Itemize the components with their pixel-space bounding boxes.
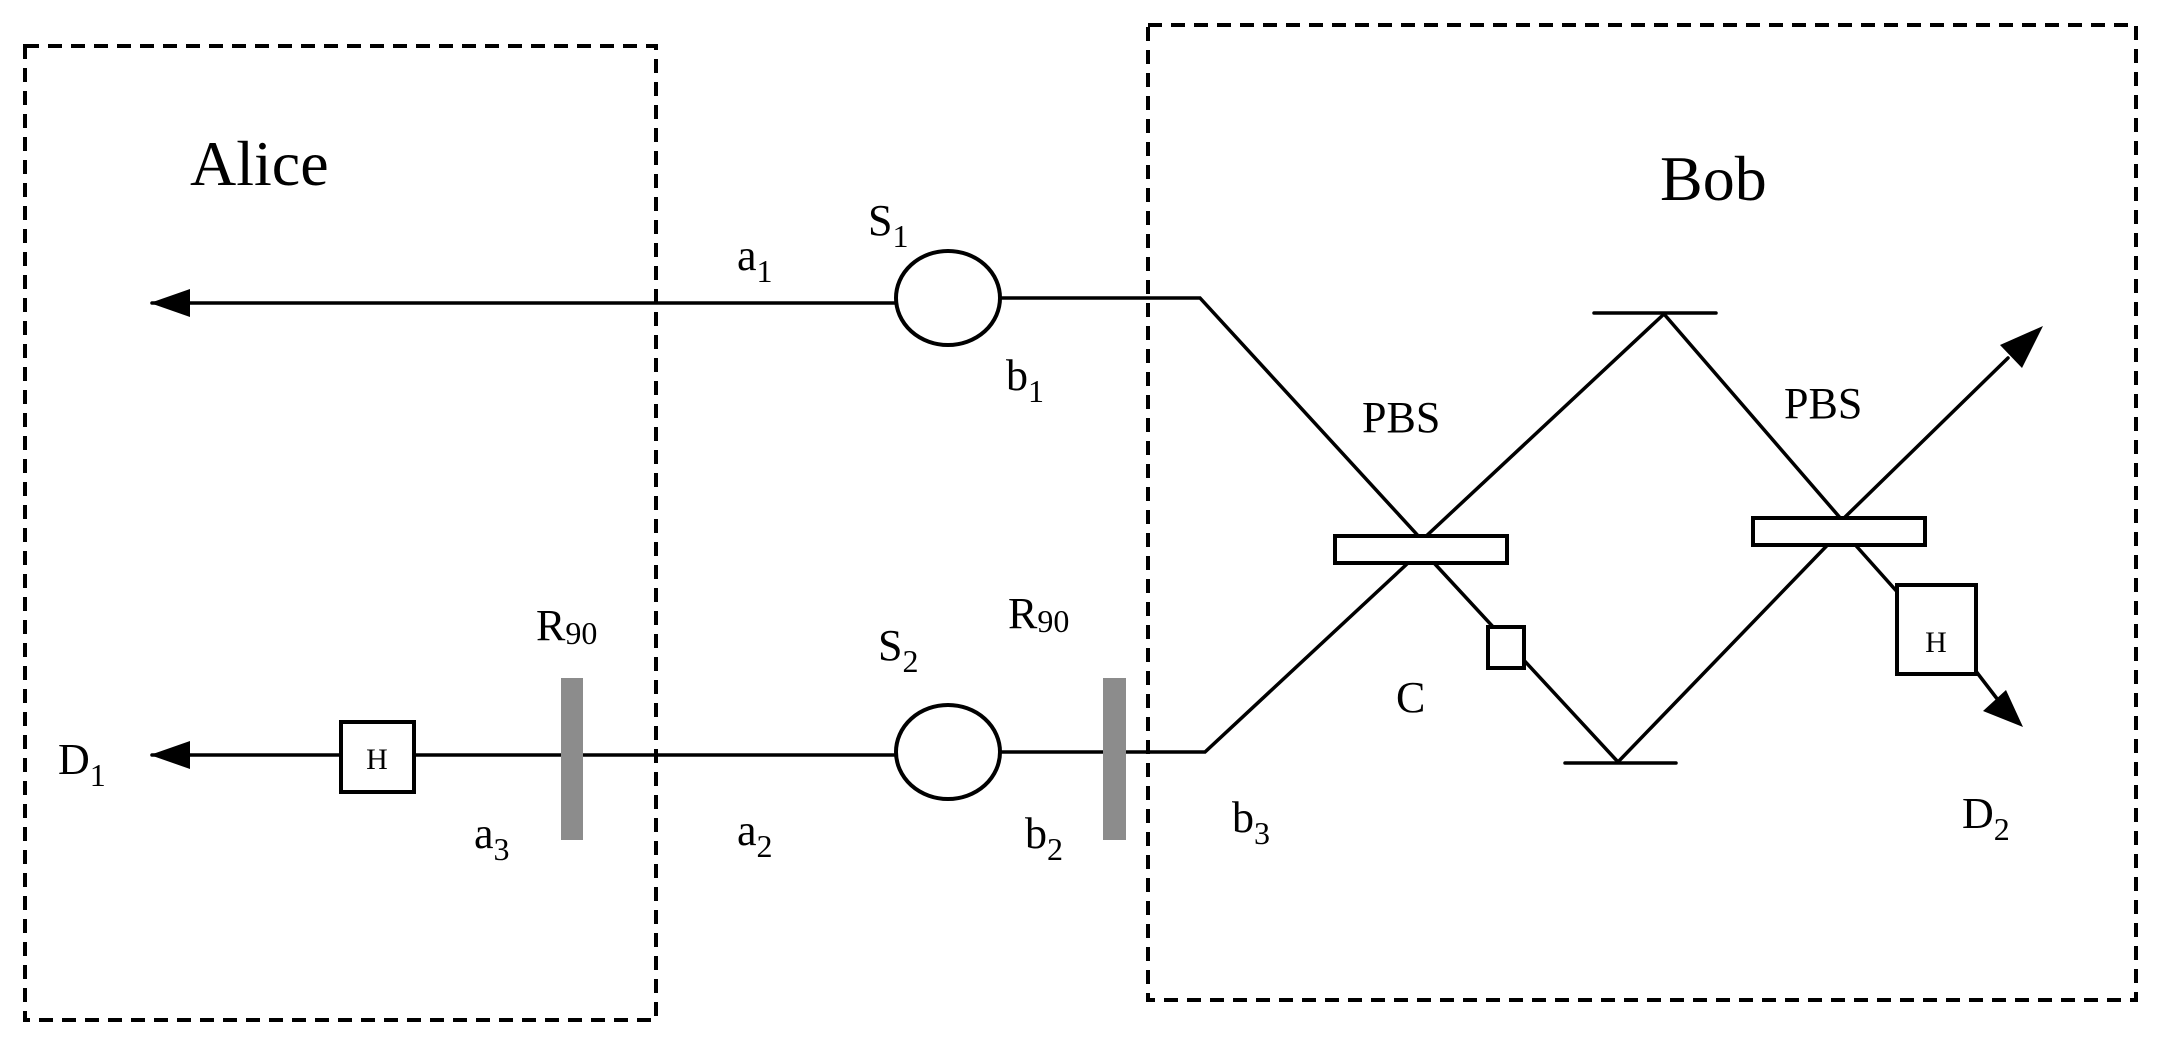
label-pbs-left: PBS <box>1362 393 1440 442</box>
source-s1 <box>894 249 1002 347</box>
arrow-to-d1 <box>150 741 190 769</box>
label-a2: a2 <box>737 806 773 864</box>
pbs-left <box>1333 534 1509 565</box>
beam-mirror-top-to-pbs2 <box>1662 312 1844 522</box>
arrow-to-d2 <box>1983 690 2023 727</box>
label-a3: a3 <box>474 809 510 867</box>
label-r90-right: R90 <box>1008 589 1069 639</box>
hadamard-alice-label: H <box>366 743 388 776</box>
rotator-r90-left <box>561 678 583 840</box>
hadamard-bob <box>1895 583 1978 676</box>
pbs-right <box>1751 516 1927 547</box>
label-r90-left: R90 <box>536 601 597 651</box>
hadamard-bob-label: H <box>1925 626 1947 659</box>
arrow-to-alice-top <box>150 289 190 317</box>
alice-label: Alice <box>190 128 329 199</box>
alice-region-box <box>23 44 658 1022</box>
bob-label: Bob <box>1660 143 1767 214</box>
output-beam-to-d2 <box>1973 668 2000 702</box>
label-d1: D1 <box>58 735 106 793</box>
output-beam-upper <box>1840 356 2010 522</box>
hadamard-alice <box>339 720 416 794</box>
crossing-element-c <box>1486 625 1526 670</box>
label-s2: S2 <box>878 621 918 679</box>
label-b1: b1 <box>1006 351 1044 409</box>
label-s1: S1 <box>868 196 908 254</box>
beam-mirror-bottom-to-pbs2 <box>1616 528 1844 764</box>
label-d2: D2 <box>1962 789 2010 847</box>
rotator-r90-right <box>1103 678 1126 840</box>
label-a1: a1 <box>737 231 773 289</box>
label-b2: b2 <box>1025 809 1063 867</box>
label-c: C <box>1396 673 1425 722</box>
label-pbs-right: PBS <box>1784 379 1862 428</box>
source-s2 <box>894 703 1002 801</box>
label-b3: b3 <box>1232 793 1270 851</box>
bob-region-box <box>1146 23 2138 1002</box>
mode-b3-beam <box>1000 548 1424 754</box>
output-arrow-upper <box>2000 326 2043 368</box>
mode-b1-beam <box>996 296 1424 542</box>
beam-pbs1-to-mirror-top <box>1420 312 1666 542</box>
